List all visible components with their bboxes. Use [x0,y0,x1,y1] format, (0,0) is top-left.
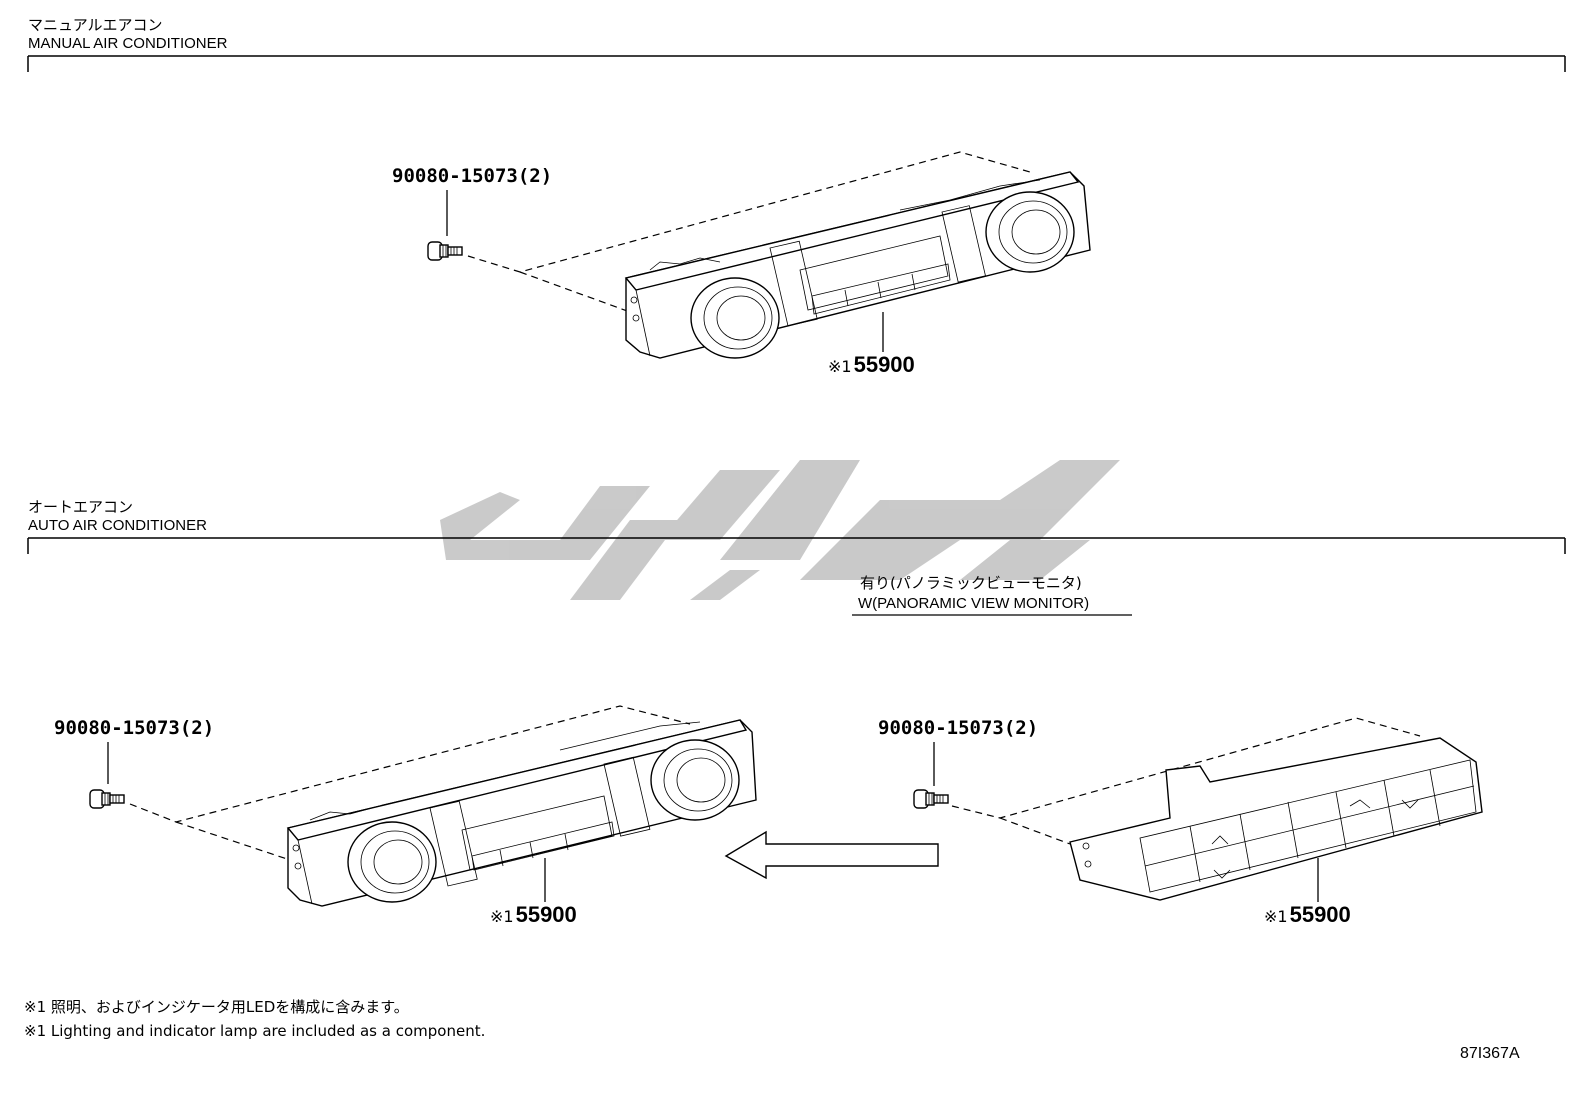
footnote-jp: ※1 照明、およびインジケータ用LEDを構成に含みます。 [24,998,409,1016]
variant-label-jp: 有り(パノラミックビューモニタ) [860,574,1082,592]
section-bracket [27,55,1566,72]
ac-control-unit-manual [624,171,1091,359]
section-title-en: AUTO AIR CONDITIONER [28,517,207,534]
assembly-lines [467,151,1031,313]
screw-icon [427,241,463,261]
section-title-jp: マニュアルエアコン [28,16,163,34]
screw-part-number: 90080-15073(2) [54,717,214,739]
ac-control-unit-auto [286,719,757,907]
drawing-id: 87I367A [1460,1045,1520,1062]
unit-ref: ※155900 [490,902,577,927]
section-title-jp: オートエアコン [28,498,133,516]
arrow-left-icon [724,830,939,880]
variant-label: 有り(パノラミックビューモニタ) W(PANORAMIC VIEW MONITO… [852,574,1132,616]
ac-control-panel-buttons [1069,737,1483,901]
footnote-en: ※1 Lighting and indicator lamp are inclu… [24,1022,485,1040]
screw-part-number: 90080-15073(2) [878,717,1038,739]
unit-ref: ※155900 [1264,902,1351,927]
section-auto: オートエアコン AUTO AIR CONDITIONER 90080-15073… [27,498,1566,927]
section-bracket [27,537,1566,554]
watermark-logo [440,460,1120,600]
section-title-en: MANUAL AIR CONDITIONER [28,35,228,52]
unit-ref: ※155900 [828,352,915,377]
footnotes: ※1 照明、およびインジケータ用LEDを構成に含みます。 ※1 Lighting… [24,998,485,1040]
screw-icon [89,789,125,809]
section-manual: マニュアルエアコン MANUAL AIR CONDITIONER 90080-1… [27,16,1566,377]
variant-label-en: W(PANORAMIC VIEW MONITOR) [858,595,1089,612]
screw-part-number: 90080-15073(2) [392,165,552,187]
screw-icon [913,789,949,809]
assembly-lines [129,705,691,861]
